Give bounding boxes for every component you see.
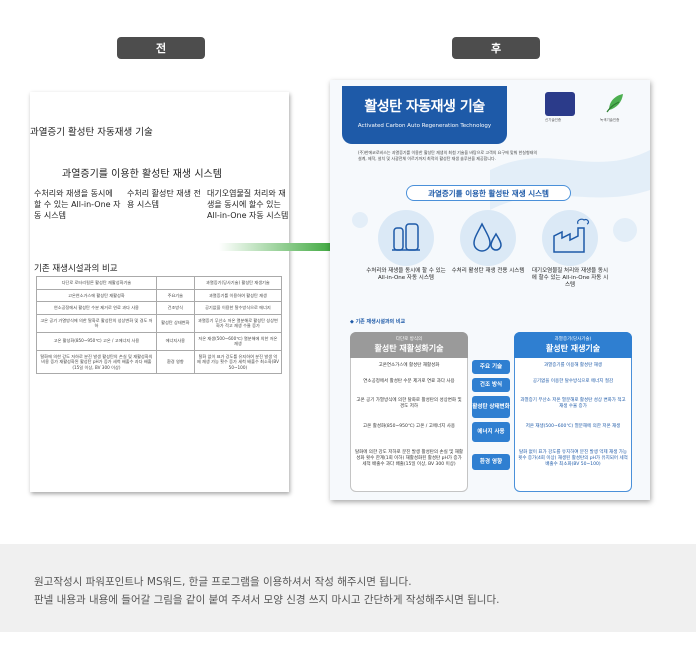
table-cell: 탈화 없이 표가 강도를 유지하여 분진 발생 억제 재생 가능 횟수 증가 세… xyxy=(193,349,283,374)
legacy-row-2: 연소공정에서 활성탄 수분 제거로 연료 과다 사용 xyxy=(363,379,455,384)
before-title: 과열증기 활성탄 자동재생 기술 xyxy=(30,127,153,138)
legacy-head-small: 다단로 방식의 xyxy=(395,337,423,342)
before-feature-1: 수처리와 재생을 동시에 할 수 있는 All-in-One 자동 시스템 xyxy=(34,189,121,220)
table-cell: 연소공정에서 활성탄 수분 제거로 연료 과다 사용 xyxy=(36,301,157,315)
table-cell: 탈화에 의한 강도 저하로 분진 발생 활성탄의 손실 및 재활성화의 비용 증… xyxy=(36,349,157,374)
before-feature-2: 수처리 활성탄 재생 전용 시스템 xyxy=(127,189,201,209)
legacy-head-large: 활성탄 재활성화기술 xyxy=(374,344,444,353)
certification-logos: 신기술인증 녹색기술인증 xyxy=(545,92,640,122)
our-row-1: 과열증기를 이용해 활성탄 재생 xyxy=(543,363,603,368)
table-row: 다단로 로터리킬른 활성탄 재활성화기술 과열증기(당사기술) 활성탄 재생기술 xyxy=(36,276,283,290)
after-title-en: Activated Carbon Auto Regeneration Techn… xyxy=(357,123,492,129)
after-feature-2: 수처리 활성탄 재생 전용 시스템 xyxy=(451,268,525,274)
our-head-large: 활성탄 재생기술 xyxy=(545,344,601,353)
row-label-5: 환경 영향 xyxy=(472,454,510,470)
legacy-tech-header: 다단로 방식의 활성탄 재활성화기술 xyxy=(350,332,468,358)
before-document: 과열증기 활성탄 자동재생 기술 과열증기를 이용한 활성탄 재생 시스템 수처… xyxy=(30,92,289,492)
before-compare-title: 기존 재생시설과의 비교 xyxy=(34,264,118,274)
table-cell: 에너지사용 xyxy=(155,331,195,351)
nep-logo-icon xyxy=(545,92,575,116)
our-tech-box xyxy=(514,332,632,492)
table-cell: 활성탄 상태변화 xyxy=(155,313,195,333)
legacy-row-5: 탈화에 의한 강도 저하로 분진 발생 활성탄의 손실 및 재활성화 횟수 한계… xyxy=(354,450,464,467)
green-tech-logo-icon xyxy=(606,94,623,113)
instructions-footer: 원고작성시 파워포인트나 MS워드, 한글 프로그램을 이용하셔서 작성 해주시… xyxy=(0,544,696,632)
row-label-3: 활성탄 상태변화 xyxy=(472,396,510,418)
legacy-row-1: 고온연소가스에 활성탄 재활성화 xyxy=(378,363,440,368)
our-row-4: 저온 재생(500~600℃) 열분해에 의한 저온 재생 xyxy=(525,424,621,429)
legacy-row-4: 고온 활성화(850~950℃) 고온 / 고에너지 사용 xyxy=(362,424,455,429)
legacy-row-3: 고온 공기 가열방식에 의한 탈화로 활성탄의 성상변화 및 경도 저하 xyxy=(356,398,462,409)
after-compare-label: ◆ 기존 재생시설과의 비교 xyxy=(350,319,406,325)
factory-icon xyxy=(553,218,590,253)
system-title-pill: 과열증기를 이용한 활성탄 재생 시스템 xyxy=(406,185,571,201)
table-cell: 건조방식 xyxy=(155,301,195,315)
after-title: 활성탄 자동재생 기술 xyxy=(364,99,485,115)
after-intro: (주)한에코로비스는 과열증기를 이용한 활성탄 재생의 최첨 기술을 바탕으로… xyxy=(358,150,538,161)
after-feature-3: 대기오염물질 처리와 재생을 동시에 할수 있는 All-in-One 자동 시… xyxy=(531,268,609,288)
our-row-3: 과열증기 무산소 저온 열분해로 활성탄 성상 변화가 적고 재생 수율 증가 xyxy=(520,398,626,409)
before-subtitle: 과열증기를 이용한 활성탄 재생 시스템 xyxy=(62,169,222,180)
table-cell: 환경 영향 xyxy=(155,349,195,374)
logo2-caption: 녹색기술인증 xyxy=(600,118,620,122)
after-header-banner: 활성탄 자동재생 기술 Activated Carbon Auto Regene… xyxy=(342,86,507,144)
table-row: 탈화에 의한 강도 저하로 분진 발생 활성탄의 손실 및 재활성화의 비용 증… xyxy=(36,349,283,374)
our-row-5: 탈화 없이 표가 강도를 유지하여 분진 발생 억제 재생 가능 횟수 증가(4… xyxy=(518,450,628,467)
table-cell: 고온연소가스에 활성탄 재활성화 xyxy=(36,288,157,302)
after-document: 활성탄 자동재생 기술 Activated Carbon Auto Regene… xyxy=(330,80,650,500)
feature-circle-3 xyxy=(542,210,598,266)
table-cell: 공기없을 이용한 탈수방식으로 에너지 xyxy=(193,301,283,315)
row-label-2: 건조 방식 xyxy=(472,378,510,392)
feature-circle-1 xyxy=(378,210,434,266)
our-tech-header: 과열증기(당사기술) 활성탄 재생기술 xyxy=(514,332,632,358)
our-row-2: 공기없을 이용한 탈수방식으로 에너지 절감 xyxy=(532,379,614,384)
table-cell: 과열증기(당사기술) 활성탄 재생기술 xyxy=(193,276,283,290)
feature-circle-2 xyxy=(460,210,516,266)
row-label-4: 에너지 사용 xyxy=(472,422,510,442)
instruction-line-1: 원고작성시 파워포인트나 MS워드, 한글 프로그램을 이용하셔서 작성 해주시… xyxy=(34,576,412,588)
after-feature-1: 수처리와 재생을 동시에 할 수 있는 All-in-One 자동 시스템 xyxy=(366,268,446,281)
instruction-line-2: 판넬 내용과 내용에 들어갈 그림을 같이 붙여 주셔서 모양 신경 쓰지 마시… xyxy=(34,594,500,606)
before-feature-3: 대기오염물질 처리와 재생을 동시에 할수 있는 All-in-One 자동 시… xyxy=(207,189,289,220)
table-cell: 과열증기를 이용하여 활성탄 재생 xyxy=(193,288,283,302)
logo1-caption: 신기술인증 xyxy=(545,118,562,122)
tab-after[interactable]: 후 xyxy=(452,37,540,59)
our-head-small: 과열증기(당사기술) xyxy=(554,337,592,342)
table-cell: 다단로 로터리킬른 활성탄 재활성화기술 xyxy=(36,276,157,290)
table-cell: 고온 공기 가열방식에 의한 탈화로 활성탄의 성상변화 및 경도 저하 xyxy=(36,313,157,333)
table-cell: 고온 활성화(850~950℃) 고온 / 고에너지 사용 xyxy=(36,331,157,351)
table-cell: 과열증기 무산소 저온 열분해로 활성탄 성상변화가 적고 재생 수율 증가 xyxy=(193,313,283,333)
water-drop-icon xyxy=(473,222,502,252)
table-cell: 주요기술 xyxy=(155,288,195,302)
legacy-tech-box xyxy=(350,332,468,492)
tab-before[interactable]: 전 xyxy=(117,37,205,59)
table-cell: 저온 재생(500~600℃) 열분해에 의한 저온 재생 xyxy=(193,331,283,351)
row-label-1: 주요 기술 xyxy=(472,360,510,374)
table-cell xyxy=(155,276,195,290)
tank-icon xyxy=(392,223,420,251)
